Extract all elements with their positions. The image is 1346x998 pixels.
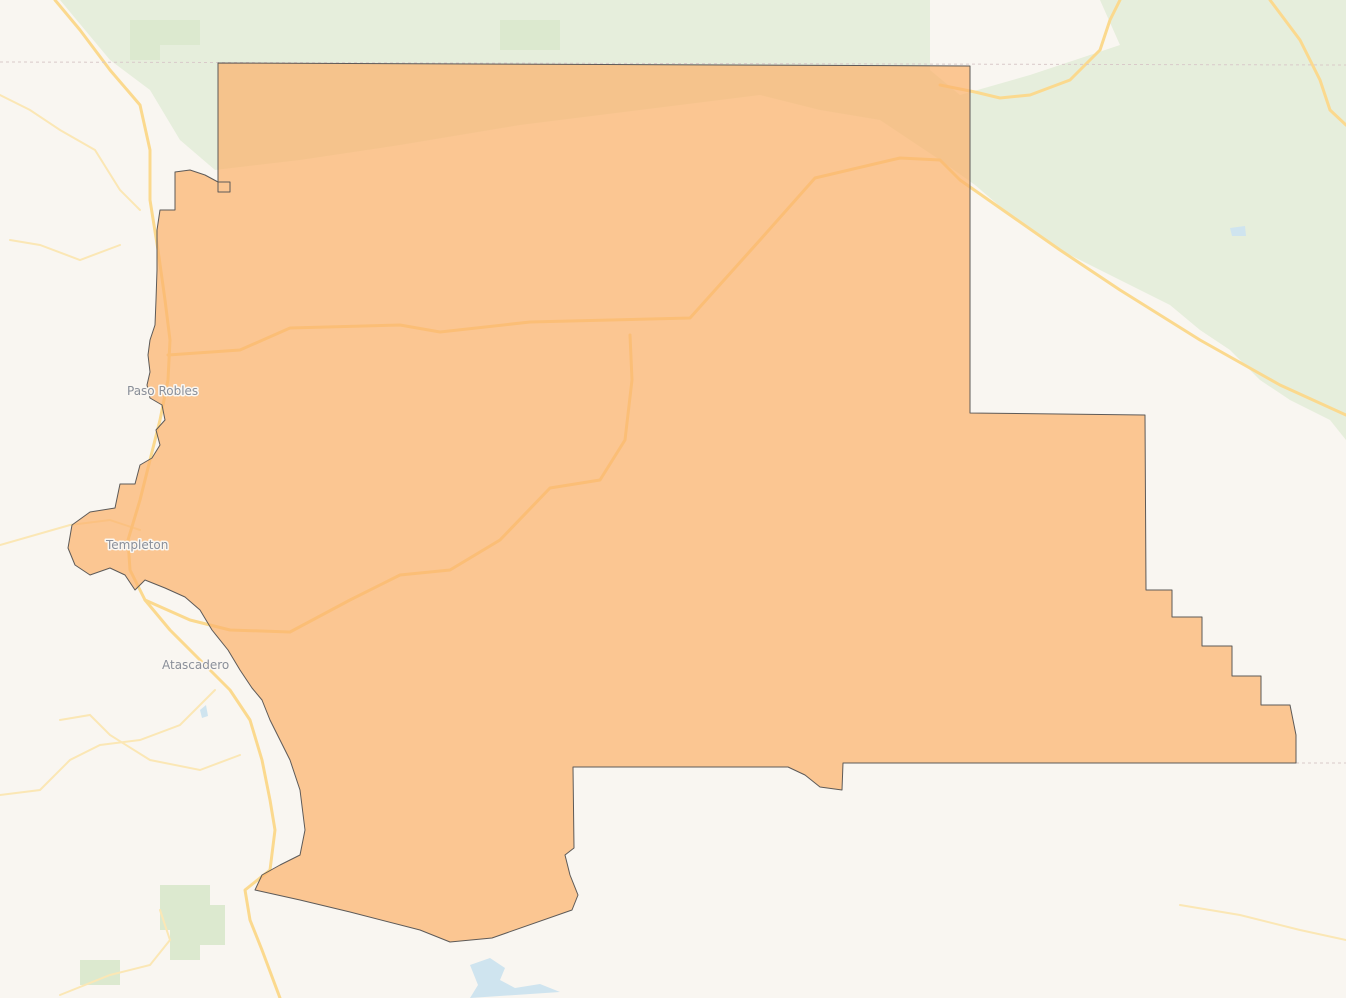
forest-patch-south: [160, 885, 225, 960]
road-minor-7: [1179, 904, 1346, 941]
forest-area-east: [1150, 65, 1346, 400]
label-atascadero: Atascadero: [162, 658, 229, 672]
lake: [470, 958, 560, 998]
road-minor-3: [59, 713, 241, 772]
boundary-lines: [0, 61, 1346, 764]
road-minor-4: [59, 909, 172, 996]
place-labels: Paso Robles Templeton Atascadero: [104, 383, 231, 674]
road-minor-2: [0, 689, 216, 796]
forest-patch-north-2: [500, 20, 560, 50]
forest-patch-north-1: [130, 20, 200, 60]
label-templeton: Templeton: [105, 538, 168, 552]
pond-2: [200, 705, 208, 718]
forest-patch-south-2: [80, 960, 120, 985]
pond-1: [1230, 226, 1246, 236]
highway-46-north: [938, 0, 1122, 100]
water-layer: [200, 226, 1246, 998]
road-minor-5: [9, 239, 121, 262]
county-line-north: [0, 61, 1346, 66]
highway-east-north: [1268, 0, 1346, 127]
highlighted-district[interactable]: [67, 62, 1297, 943]
label-paso-robles: Paso Robles: [127, 384, 198, 398]
road-minor-6: [0, 94, 141, 211]
